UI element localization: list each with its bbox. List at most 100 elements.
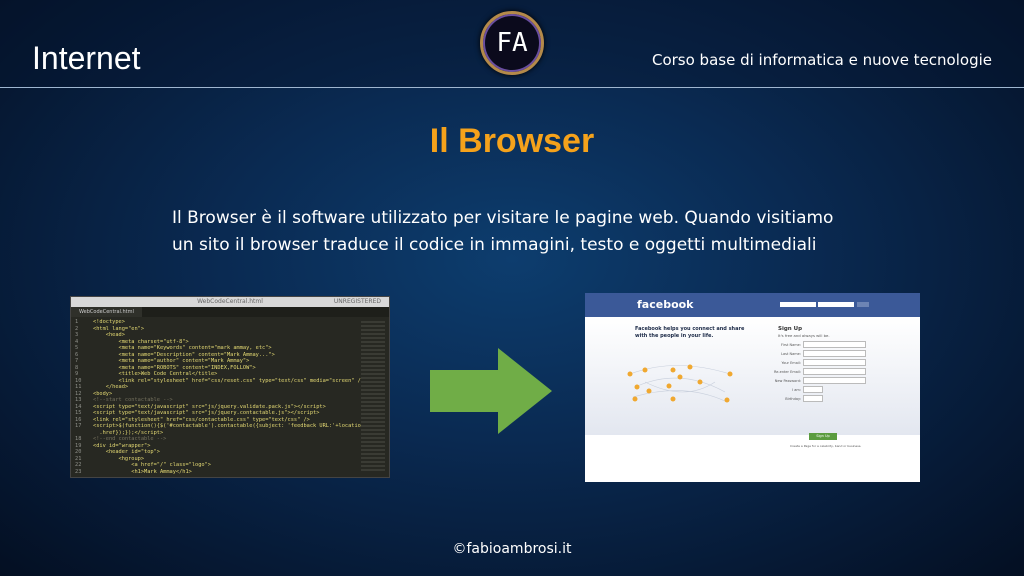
line-number: 19 (75, 442, 82, 449)
facebook-screenshot: facebook Facebook helps you connect and … (585, 293, 920, 482)
code-line: 13 <!--start contactable --> (75, 397, 389, 404)
facebook-body: Facebook helps you connect and share wit… (585, 317, 920, 448)
field-input (803, 341, 866, 348)
field-input (803, 377, 866, 384)
code-line: 15<script type="text/javascript" src="js… (75, 410, 389, 417)
field-label: Birthday: (785, 396, 801, 401)
field-label: Re-enter Email: (773, 369, 801, 374)
code-line: .href});});</script> (75, 430, 389, 437)
logo: FA (480, 11, 544, 75)
code-line: 6 <meta name="Description" content="Mark… (75, 352, 389, 359)
code-text: <!--end contactable --> (93, 436, 167, 442)
code-line: 10 <link rel="stylesheet" href="css/rese… (75, 378, 389, 385)
code-line: 17 <script>$(function(){$('#contactable')… (75, 423, 389, 430)
line-number: 7 (75, 358, 79, 364)
code-text: <meta charset="utf-8"> (93, 338, 189, 345)
login-button (857, 302, 869, 307)
signup-field: Re-enter Email: (763, 368, 873, 375)
line-number: 21 (75, 455, 82, 462)
code-text: <meta name="Description" content="Mark A… (93, 351, 275, 358)
paragraph-line: Il Browser è il software utilizzato per … (172, 208, 834, 228)
line-number: 17 (75, 423, 82, 429)
field-input (803, 359, 866, 366)
code-text: .href});});</script> (93, 429, 164, 436)
code-line: 23 <h1>Mark Ammay</h1> (75, 469, 389, 476)
line-number: 16 (75, 416, 82, 423)
code-line: 8 <meta name="ROBOTS" content="INDEX,FOL… (75, 365, 389, 372)
line-number: 5 (75, 345, 79, 351)
slide-title: Il Browser (429, 122, 595, 160)
line-number: 3 (75, 332, 79, 338)
line-number: 2 (75, 325, 79, 332)
line-number: 9 (75, 371, 79, 377)
line-number: 13 (75, 397, 82, 403)
logo-text: FA (496, 28, 528, 58)
code-text: <script>$(function(){$('#contactable').c… (93, 423, 365, 429)
course-title: Corso base di informatica e nuove tecnol… (651, 51, 992, 69)
field-input (803, 368, 866, 375)
field-label: New Password: (774, 378, 801, 383)
code-text: <link rel="stylesheet" href="css/contact… (93, 416, 310, 423)
code-text: <header id="top"> (93, 449, 160, 455)
people-network-graphic (627, 364, 733, 403)
signup-field: New Password: (763, 377, 873, 384)
arrow-right-icon (430, 348, 552, 434)
line-number: 18 (75, 436, 82, 442)
code-text: <meta name="Keywords" content="mark amma… (93, 345, 272, 351)
line-number: 20 (75, 449, 82, 455)
code-line: 19 <div id="wrapper"> (75, 443, 389, 450)
code-text: <script type="text/javascript" src="js/j… (93, 410, 320, 416)
minimap (361, 321, 385, 471)
facebook-tagline: Facebook helps you connect and share wit… (635, 326, 745, 339)
code-text: <body> (93, 390, 113, 397)
paragraph-line: un sito il browser traduce il codice in … (172, 235, 817, 255)
code-line: 4 <meta charset="utf-8"> (75, 339, 389, 346)
code-text: <!--start contactable --> (93, 397, 173, 403)
line-number: 1 (75, 319, 79, 325)
code-line: 22 <a href="/" class="logo"> (75, 462, 389, 469)
code-text: <meta name="ROBOTS" content="INDEX,FOLLO… (93, 364, 256, 371)
code-line: 9 <title>Web Code Central</title> (75, 371, 389, 378)
code-text: <head> (93, 332, 125, 338)
code-text: <div id="wrapper"> (93, 442, 151, 449)
footer-credit: ©fabioambrosi.it (452, 541, 572, 557)
code-line: 21 <hgroup> (75, 456, 389, 463)
code-text: </head> (93, 384, 129, 390)
code-text: <a href="/" class="logo"> (93, 462, 211, 468)
code-text: <link rel="stylesheet" href="css/reset.c… (93, 377, 365, 384)
code-text: <hgroup> (93, 455, 145, 462)
signup-subtitle: It's free and always will be. (778, 333, 830, 338)
password-login-field (818, 302, 854, 307)
signup-field: First Name: (763, 341, 873, 348)
signup-title: Sign Up (778, 326, 803, 332)
line-number: 23 (75, 468, 82, 475)
line-number: 11 (75, 384, 82, 390)
field-label: I am: (792, 387, 801, 392)
code-line: 11 </head> (75, 384, 389, 391)
slide-paragraph: Il Browser è il software utilizzato per … (172, 205, 892, 259)
field-input (803, 395, 823, 402)
line-number: 10 (75, 377, 82, 384)
status-label: UNREGISTERED (333, 298, 381, 305)
code-text: <h1>Mark Ammay</h1> (93, 468, 192, 475)
field-label: Your Email: (781, 360, 801, 365)
code-line: 2 <html lang="en"> (75, 326, 389, 333)
code-line: 12 <body> (75, 391, 389, 398)
signup-button: Sign Up (809, 433, 837, 440)
facebook-logo: facebook (637, 298, 694, 311)
editor-tabs: WebCodeCentral.html (71, 307, 389, 317)
code-line: 18 <!--end contactable --> (75, 436, 389, 443)
code-line: 7 <meta name="author" content="Mark Amma… (75, 358, 389, 365)
field-input (803, 350, 866, 357)
code-text: <title>Web Code Central</title> (93, 371, 218, 377)
code-line: 20 <header id="top"> (75, 449, 389, 456)
code-text: <html lang="en"> (93, 325, 145, 332)
line-number: 12 (75, 390, 82, 397)
code-text: <!doctype> (93, 319, 125, 325)
field-input (803, 386, 823, 393)
signup-field: Your Email: (763, 359, 873, 366)
facebook-topbar: facebook (585, 293, 920, 317)
field-label: First Name: (781, 342, 801, 347)
